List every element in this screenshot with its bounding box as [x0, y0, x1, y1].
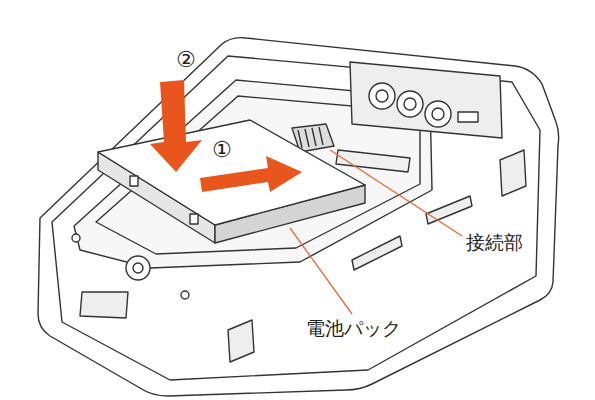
- camera-lens: [425, 101, 451, 127]
- battery-top: [98, 120, 365, 225]
- battery-pack: [98, 120, 365, 243]
- arrow-down: [150, 80, 202, 172]
- battery-notch: [130, 176, 138, 186]
- screw: [126, 256, 150, 280]
- screw: [133, 263, 143, 273]
- device-body: [38, 38, 559, 396]
- housing-rim: [52, 56, 540, 380]
- side-port: [426, 196, 472, 224]
- camera-lens: [397, 91, 423, 117]
- motion-arrows: [150, 80, 302, 192]
- leader-lines: [290, 150, 462, 314]
- leader-line: [330, 150, 462, 236]
- side-latch: [228, 320, 254, 362]
- callout-number: ②: [176, 48, 196, 72]
- side-latch: [500, 150, 526, 196]
- housing-outline: [38, 38, 559, 396]
- side-contacts: [352, 236, 402, 270]
- battery-notch: [190, 214, 198, 224]
- camera-lens: [376, 90, 388, 102]
- screw: [181, 291, 189, 299]
- leader-line: [290, 228, 352, 314]
- flash: [458, 112, 478, 122]
- part-label: 電池パック: [306, 318, 401, 339]
- part-label: 接続部: [466, 232, 523, 253]
- camera-lens: [432, 108, 444, 120]
- screw: [72, 234, 80, 242]
- camera-lens: [404, 98, 416, 110]
- battery-recess: [74, 80, 432, 268]
- camera-module: [350, 62, 502, 138]
- camera-lens: [369, 83, 395, 109]
- connector-pins: [298, 127, 323, 148]
- callout-number: ①: [212, 138, 232, 162]
- bottom-latch: [80, 292, 128, 318]
